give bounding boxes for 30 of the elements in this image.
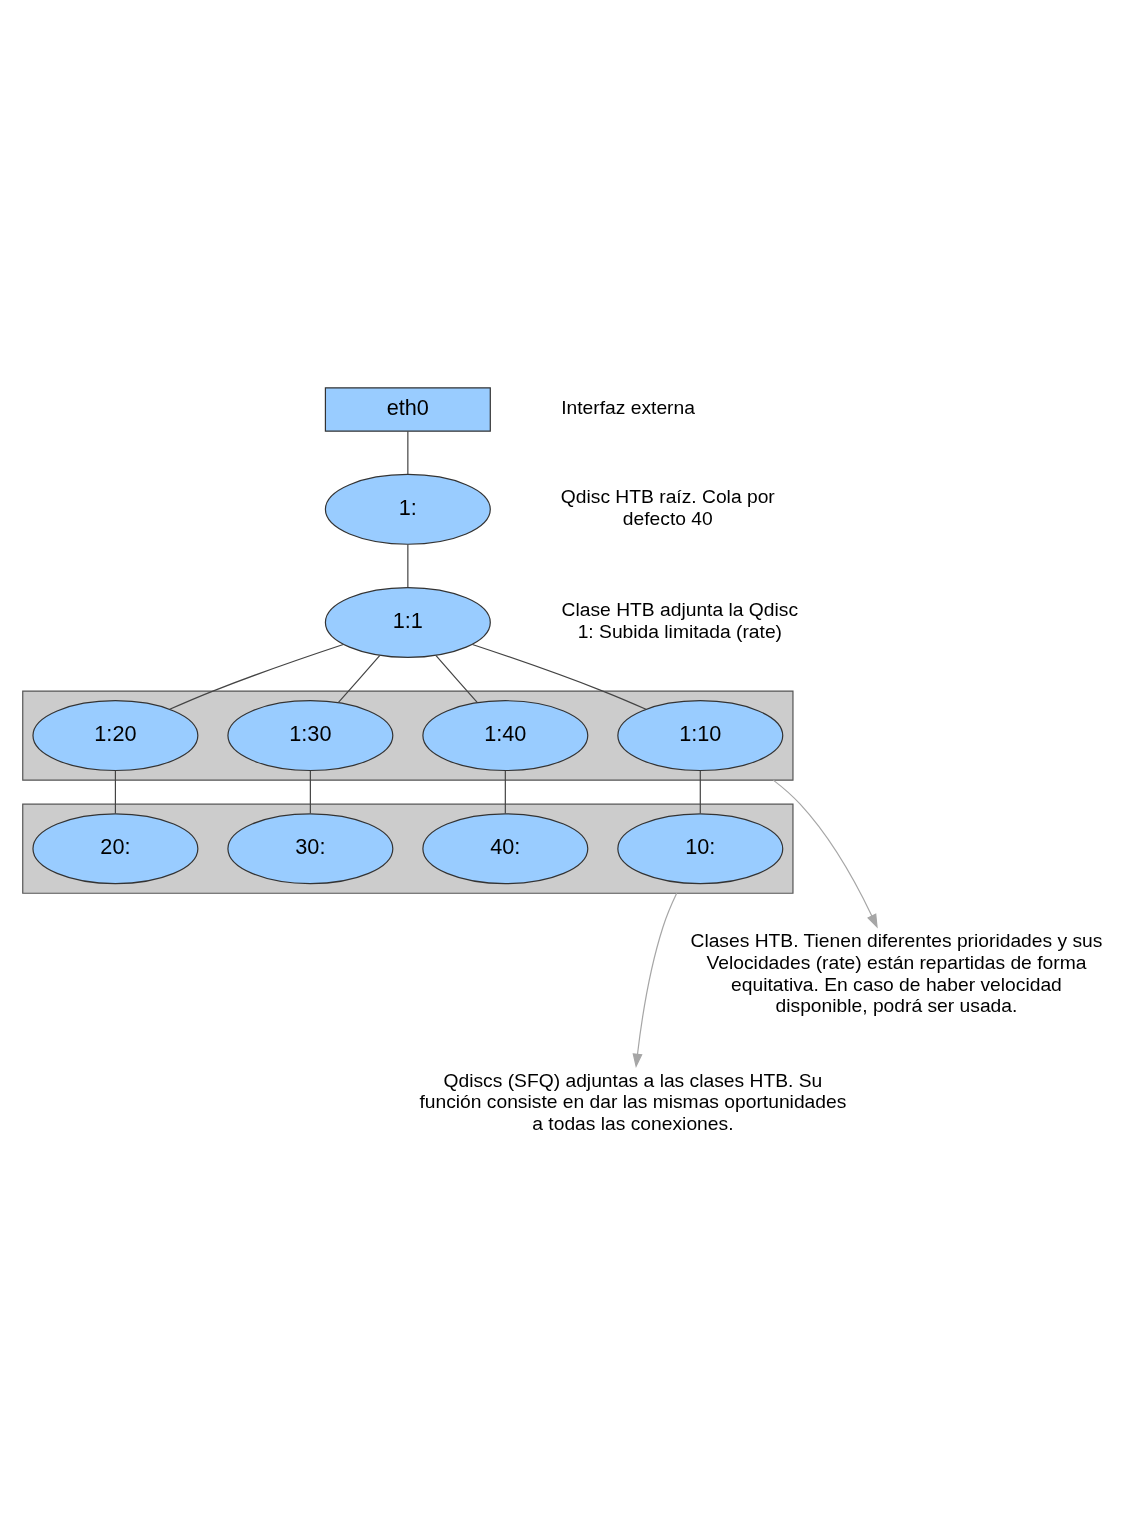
node-ellipse: 1:30 xyxy=(227,700,394,772)
node-text: Clases HTB. Tienen diferentes prioridades y sus Velocidades (rate) están repartidas de forma equitativa. En caso de haber velocidad disponible, podrá ser usada. xyxy=(690,930,1103,1017)
cluster xyxy=(22,690,794,781)
connector xyxy=(407,430,409,475)
node-ellipse: 30: xyxy=(227,813,394,885)
connector xyxy=(471,643,647,710)
node-text: Qdiscs (SFQ) adjuntas a las clases HTB. Su función consiste en dar las mismas oportunidades a todas las conexiones. xyxy=(419,1069,847,1135)
node-box: eth0 xyxy=(324,387,491,432)
node-ellipse: 1:40 xyxy=(422,700,589,772)
connector xyxy=(309,770,311,815)
node-ellipse: 1: xyxy=(324,473,491,545)
node-ellipse: 40: xyxy=(422,813,589,885)
node-ellipse: 20: xyxy=(32,813,199,885)
node-label: Interfaz externa xyxy=(561,397,695,419)
node-label: Clase HTB adjunta la Qdisc 1: Subida limitada (rate) xyxy=(561,599,799,642)
connector xyxy=(169,643,344,710)
arrow xyxy=(772,779,878,929)
connector xyxy=(435,655,478,704)
connector xyxy=(337,655,381,704)
connector xyxy=(699,770,701,815)
node-label: Qdisc HTB raíz. Cola por defecto 40 xyxy=(560,486,775,529)
node-ellipse: 1:10 xyxy=(617,700,784,772)
cluster xyxy=(22,803,794,894)
arrow xyxy=(632,892,678,1069)
connector xyxy=(407,543,409,588)
node-ellipse: 1:1 xyxy=(324,587,491,658)
node-ellipse: 10: xyxy=(617,813,784,885)
connector xyxy=(504,770,506,815)
node-ellipse: 1:20 xyxy=(32,700,199,772)
connector xyxy=(114,770,116,815)
